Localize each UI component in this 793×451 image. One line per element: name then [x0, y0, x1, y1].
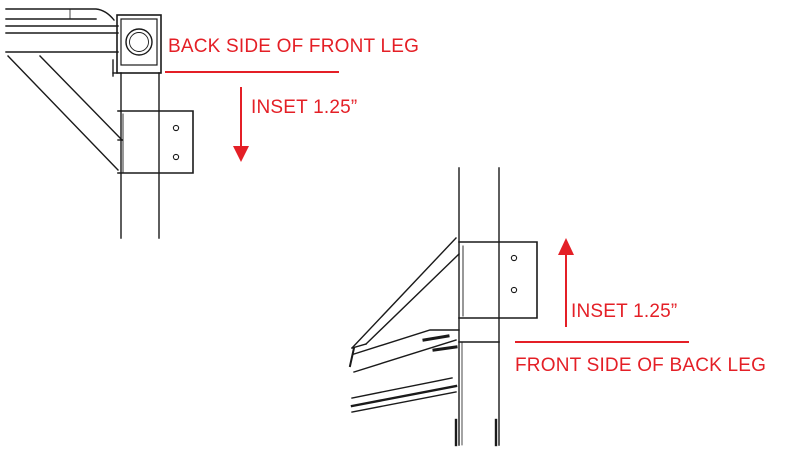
bottom-diagonal-brace [351, 237, 460, 349]
front-leg-detail [5, 8, 194, 239]
front-side-of-back-leg-label: FRONT SIDE OF BACK LEG [515, 355, 767, 376]
top-diagonal-brace [7, 55, 123, 171]
inset-top-label: INSET 1.25” [251, 97, 358, 118]
annotation-marks [165, 71, 689, 343]
back-leg-post [454, 167, 500, 447]
up-arrow-icon [558, 238, 574, 327]
inset-bottom-label: INSET 1.25” [571, 301, 678, 322]
front-leg-tube-end [112, 14, 162, 77]
back-leg-detail [348, 167, 538, 447]
top-frame-rail [5, 8, 119, 53]
front-leg-bracket [117, 110, 194, 174]
back-side-of-front-leg-label: BACK SIDE OF FRONT LEG [168, 36, 420, 57]
front-leg-post [120, 72, 160, 239]
bottom-frame-members [348, 329, 500, 413]
back-leg-bracket [458, 241, 538, 319]
down-arrow-icon [233, 87, 249, 162]
